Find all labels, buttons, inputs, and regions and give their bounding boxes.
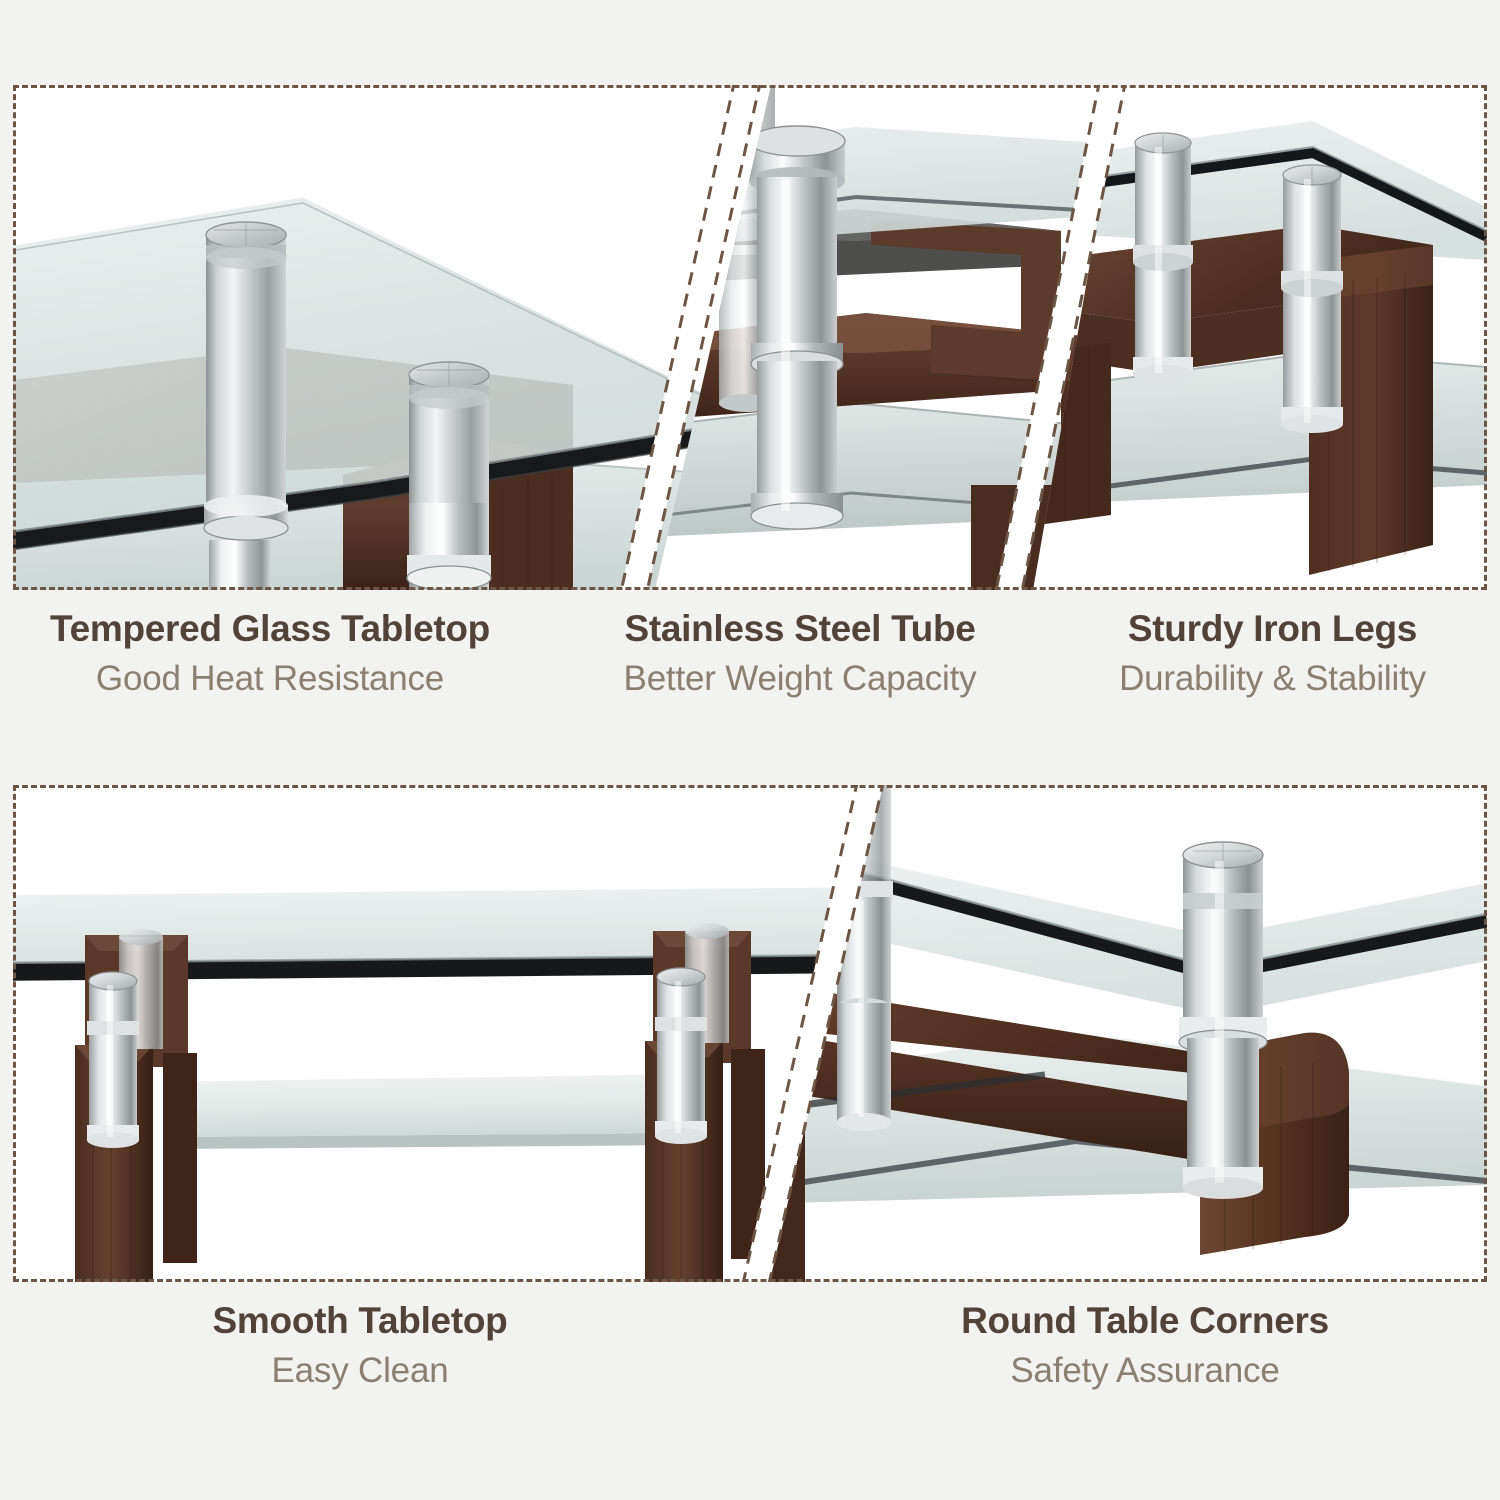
feature-title: Round Table Corners — [961, 1300, 1329, 1341]
feature-caption-round-table-corners: Round Table Corners Safety Assurance — [860, 1300, 1430, 1392]
chrome-connector-left — [203, 221, 289, 541]
feature-image-tempered-glass-tabletop — [13, 85, 758, 590]
full-table-illustration — [13, 785, 873, 1282]
chrome-connector-corner — [1178, 841, 1268, 1199]
feature-row-top — [13, 85, 1487, 590]
feature-subtitle: Easy Clean — [271, 1351, 449, 1391]
feature-title: Stainless Steel Tube — [624, 608, 976, 649]
feature-title: Smooth Tabletop — [212, 1300, 508, 1341]
feature-subtitle: Good Heat Resistance — [95, 659, 445, 699]
feature-subtitle: Durability & Stability — [1119, 659, 1426, 699]
rounded-corner-illustration — [758, 785, 1487, 1282]
feature-caption-smooth-tabletop: Smooth Tabletop Easy Clean — [60, 1300, 660, 1392]
steel-tube-main — [748, 125, 846, 530]
chrome-connector-left-p3 — [1133, 132, 1193, 383]
feature-subtitle: Better Weight Capacity — [623, 659, 977, 699]
glass-tabletop-illustration — [13, 85, 758, 590]
chrome-connector-right-p3 — [1281, 164, 1343, 433]
feature-caption-tempered-glass-tabletop: Tempered Glass Tabletop Good Heat Resist… — [10, 608, 530, 700]
feature-caption-sturdy-iron-legs: Sturdy Iron Legs Durability & Stability — [1055, 608, 1490, 700]
table-leg-right — [645, 923, 765, 1282]
chrome-connector-right — [406, 361, 492, 590]
feature-image-smooth-tabletop — [13, 785, 873, 1282]
table-leg-left — [75, 929, 197, 1282]
feature-title: Sturdy Iron Legs — [1127, 608, 1418, 649]
feature-caption-stainless-steel-tube: Stainless Steel Tube Better Weight Capac… — [560, 608, 1040, 700]
feature-subtitle: Safety Assurance — [1010, 1351, 1280, 1391]
feature-title: Tempered Glass Tabletop — [50, 608, 490, 649]
feature-row-bottom — [13, 785, 1487, 1282]
feature-image-round-table-corners — [758, 785, 1487, 1282]
